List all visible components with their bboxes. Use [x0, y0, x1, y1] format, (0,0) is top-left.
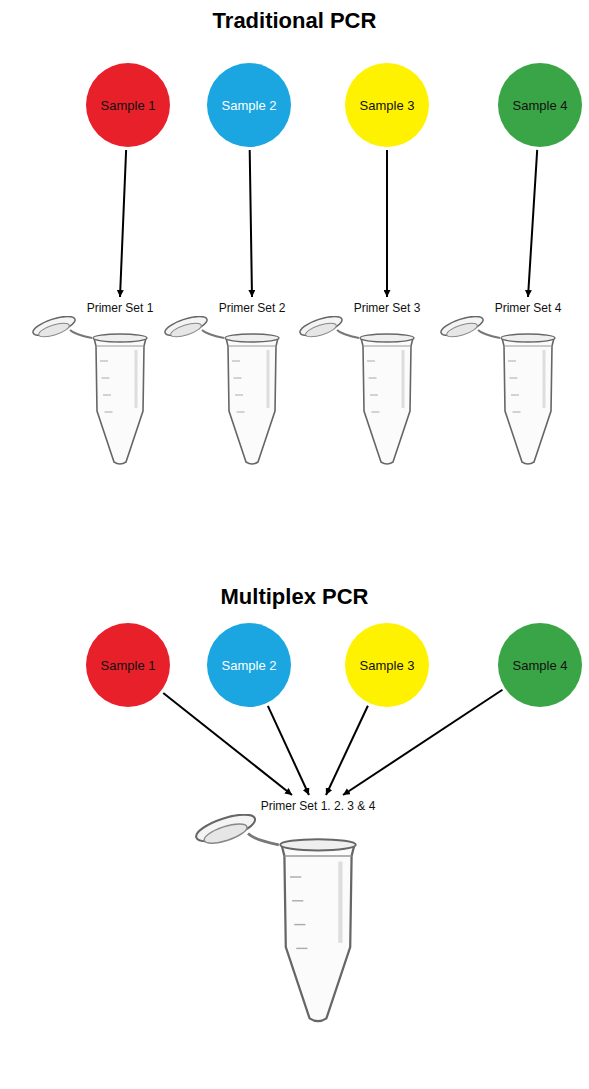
tube-node: Primer Set 4: [438, 300, 578, 466]
sample-label: Sample 3: [360, 658, 415, 673]
tube-node: Primer Set 1: [30, 300, 170, 466]
arrow-connector: [163, 693, 292, 795]
sample-circle: Sample 4: [498, 63, 582, 147]
primer-label: Primer Set 1. 2. 3 & 4: [192, 798, 444, 814]
sample-label: Sample 4: [513, 98, 568, 113]
arrow-connector: [343, 690, 502, 795]
tube-node: Primer Set 3: [297, 300, 437, 466]
sample-circle: Sample 4: [498, 623, 582, 707]
sample-label: Sample 1: [101, 98, 156, 113]
arrow-connector: [386, 150, 388, 297]
sample-label: Sample 2: [222, 658, 277, 673]
section-heading: Traditional PCR: [0, 8, 589, 34]
sample-circle: Sample 3: [345, 63, 429, 147]
sample-label: Sample 2: [222, 98, 277, 113]
primer-label: Primer Set 3: [297, 300, 477, 316]
sample-circle: Sample 3: [345, 623, 429, 707]
sample-circle: Sample 1: [86, 63, 170, 147]
microcentrifuge-tube: [192, 814, 388, 1024]
sample-circle: Sample 1: [86, 623, 170, 707]
primer-label: Primer Set 1: [30, 300, 210, 316]
arrow-connector: [528, 150, 537, 297]
microcentrifuge-tube: [162, 316, 302, 466]
sample-circle: Sample 2: [207, 63, 291, 147]
arrow-connector: [250, 150, 252, 297]
sample-circle: Sample 2: [207, 623, 291, 707]
tube-node: Primer Set 2: [162, 300, 302, 466]
primer-label: Primer Set 2: [162, 300, 342, 316]
section-heading: Multiplex PCR: [0, 584, 589, 610]
microcentrifuge-tube: [30, 316, 170, 466]
tube-node: Primer Set 1. 2. 3 & 4: [192, 798, 388, 1024]
sample-label: Sample 1: [101, 658, 156, 673]
primer-label: Primer Set 4: [438, 300, 589, 316]
sample-label: Sample 3: [360, 98, 415, 113]
microcentrifuge-tube: [297, 316, 437, 466]
microcentrifuge-tube: [438, 316, 578, 466]
sample-label: Sample 4: [513, 658, 568, 673]
arrow-connector: [120, 150, 126, 297]
arrow-connector: [268, 706, 309, 795]
